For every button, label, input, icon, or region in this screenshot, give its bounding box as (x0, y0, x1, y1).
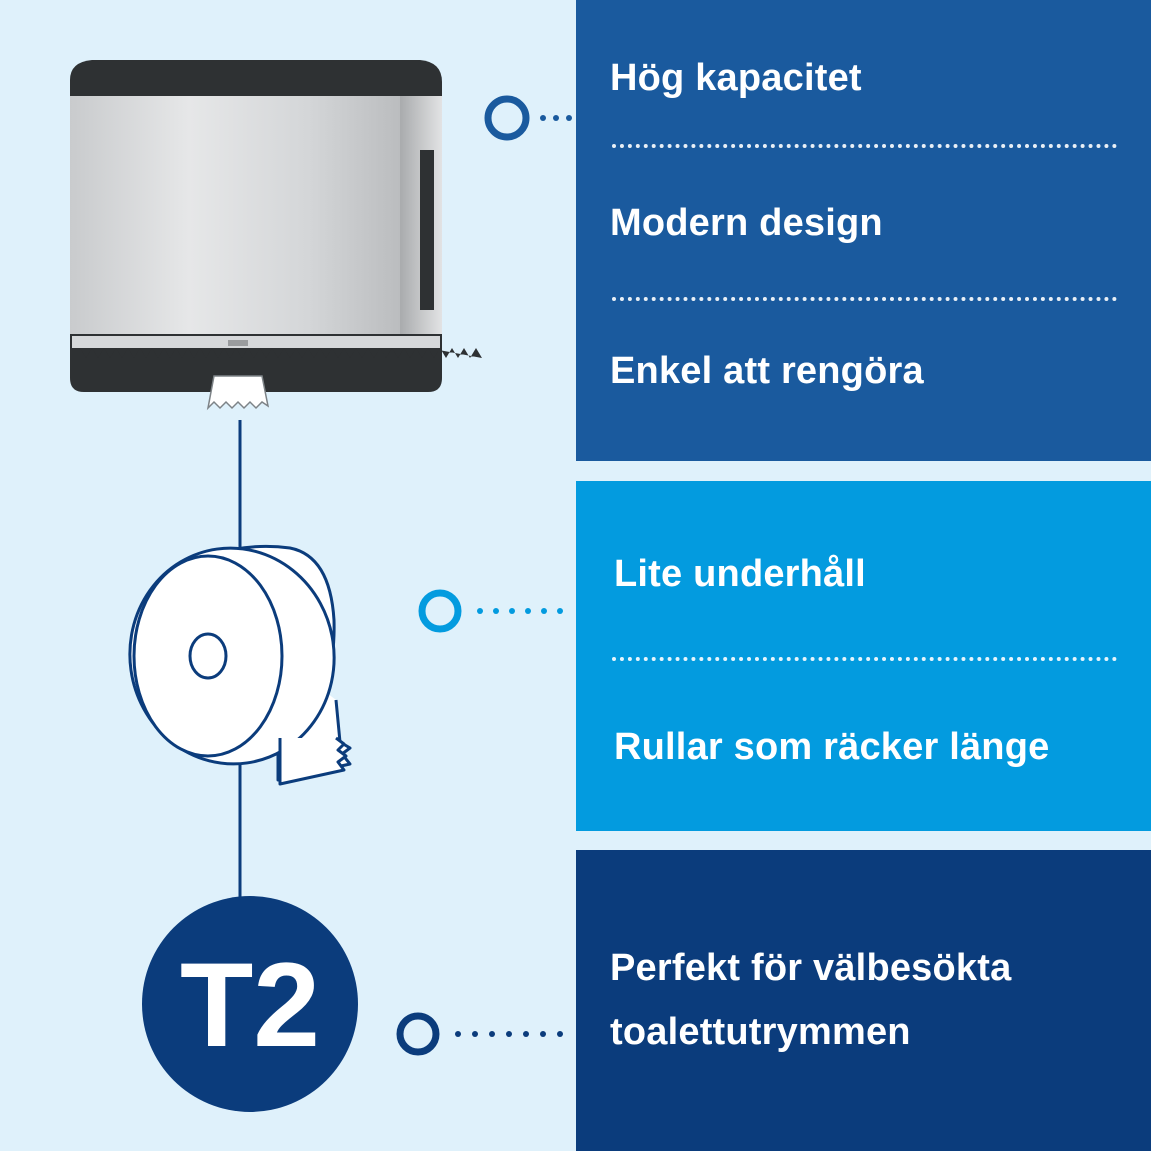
badge-label: T2 (180, 938, 320, 1072)
dispenser-callout-connector (484, 95, 572, 141)
dotted-separator (612, 144, 1117, 148)
feature-busy-washrooms-line2: toalettutrymmen (610, 1011, 911, 1053)
feature-busy-washrooms-line1: Perfekt för välbesökta (610, 947, 1012, 989)
features-panel-bottom: Perfekt för välbesökta toalettutrymmen (576, 850, 1151, 1151)
features-panel-top: Hög kapacitet Modern design Enkel att re… (576, 0, 1151, 461)
toilet-roll-icon (128, 544, 352, 786)
dotted-separator (612, 297, 1117, 301)
dispenser-icon (70, 60, 482, 411)
dotted-separator (612, 657, 1117, 661)
roll-callout-connector (418, 589, 563, 633)
feature-high-capacity: Hög kapacitet (610, 57, 862, 99)
features-panel-middle: Lite underhåll Rullar som räcker länge (576, 481, 1151, 831)
feature-modern-design: Modern design (610, 202, 883, 244)
feature-low-maintenance: Lite underhåll (614, 553, 866, 595)
illustration: T2 (70, 60, 572, 1112)
t2-badge: T2 (142, 896, 358, 1112)
badge-callout-connector (396, 1012, 563, 1056)
feature-long-lasting-rolls: Rullar som räcker länge (614, 726, 1050, 768)
feature-easy-clean: Enkel att rengöra (610, 350, 924, 392)
